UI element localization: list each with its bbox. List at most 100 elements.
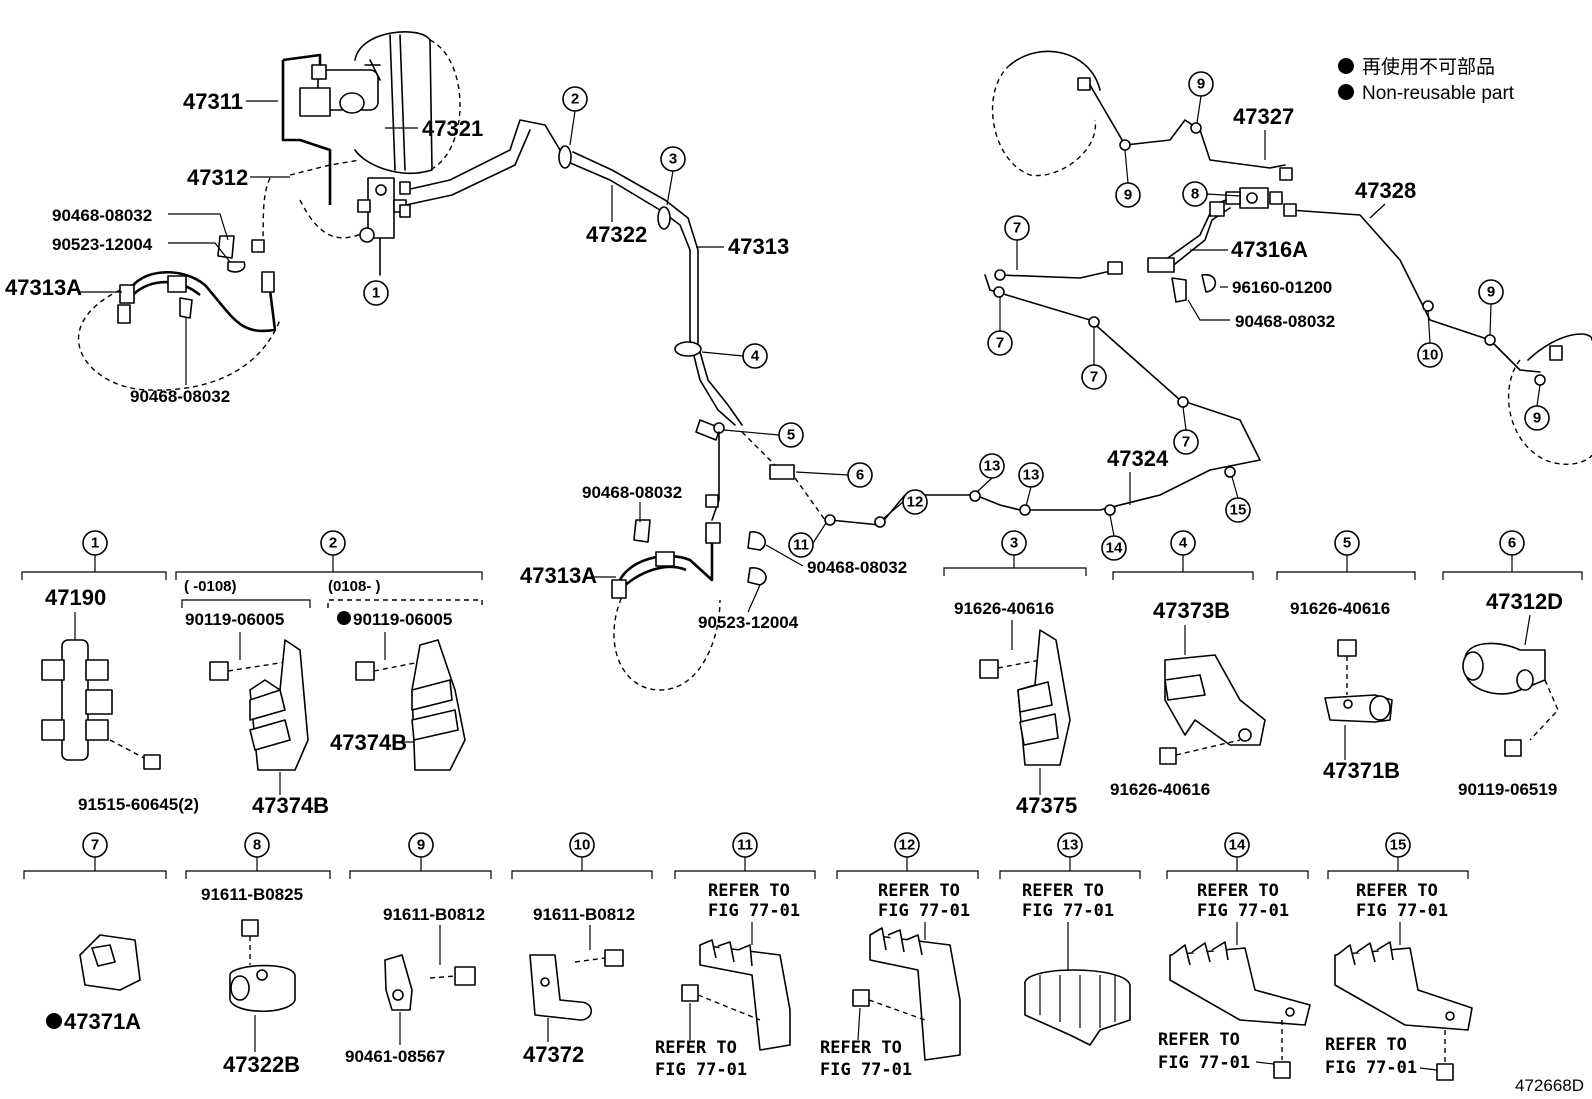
label-90523-12004-a: 90523-12004	[52, 235, 153, 254]
detail-15-refer-top-2: FIG 77-01	[1356, 901, 1448, 921]
detail-1: 1 47190 91515-60645(2)	[21, 530, 199, 814]
label-47311: 47311	[183, 89, 243, 114]
detail-2-label-c: 47374B	[330, 730, 407, 755]
detail-11: 11 REFER TO FIG 77-01 REFER TO FIG 77-01	[655, 832, 816, 1080]
callout-3: 3	[669, 151, 677, 168]
detail-10-label-a: 91611-B0812	[533, 905, 635, 924]
detail-2-range-left: ( -0108)	[184, 578, 237, 595]
label-47328: 47328	[1355, 178, 1416, 203]
detail-11-refer-top-2: FIG 77-01	[708, 901, 800, 921]
detail-4: 4 47373B 91626-40616	[1110, 530, 1266, 799]
detail-14-refer-top-1: REFER TO	[1197, 881, 1279, 901]
label-47316A: 47316A	[1231, 237, 1308, 262]
detail-2-label-b: 90119-06005	[353, 610, 452, 629]
detail-8-label-b: 47322B	[223, 1052, 300, 1077]
detail-2-label-a: 90119-06005	[185, 610, 284, 629]
legend: 再使用不可部品 Non-reusable part	[1338, 56, 1515, 104]
detail-13: 13 REFER TO FIG 77-01	[999, 832, 1141, 1046]
label-47313A-a: 47313A	[5, 275, 82, 300]
detail-10: 10 91611-B0812 47372	[511, 832, 653, 1067]
detail-14-refer-bottom-2: FIG 77-01	[1158, 1053, 1250, 1073]
detail-12-refer-bottom-1: REFER TO	[820, 1038, 902, 1058]
detail-10-label-b: 47372	[523, 1042, 584, 1067]
callout-2: 2	[571, 91, 579, 108]
detail-14-refer-bottom-1: REFER TO	[1158, 1030, 1240, 1050]
brake-booster	[299, 31, 461, 174]
callout-9c: 9	[1487, 284, 1495, 301]
callout-14: 14	[1106, 540, 1123, 557]
detail-14-number: 14	[1229, 837, 1246, 854]
label-90468-08032-c: 90468-08032	[582, 483, 682, 502]
label-47312: 47312	[187, 165, 248, 190]
callout-8: 8	[1191, 186, 1199, 203]
detail-11-refer-bottom-1: REFER TO	[655, 1038, 737, 1058]
detail-6-label-b: 90119-06519	[1458, 780, 1557, 799]
callout-7a: 7	[1013, 220, 1021, 237]
detail-8-number: 8	[253, 837, 261, 854]
callout-12: 12	[907, 494, 924, 511]
callout-5: 5	[787, 427, 795, 444]
label-90468-08032-d: 90468-08032	[807, 558, 907, 577]
detail-9-label-a: 91611-B0812	[383, 905, 485, 924]
detail-11-refer-top-1: REFER TO	[708, 881, 790, 901]
callout-9d: 9	[1533, 410, 1541, 427]
detail-15-number: 15	[1390, 837, 1407, 854]
brake-line-47324	[824, 261, 1261, 528]
detail-11-refer-bottom-2: FIG 77-01	[655, 1060, 747, 1080]
detail-12: 12 REFER TO FIG 77-01 REFER TO FIG 77-01	[820, 832, 979, 1080]
detail-3-number: 3	[1010, 535, 1018, 552]
callout-13b: 13	[1023, 467, 1040, 484]
detail-2-range-right: (0108- )	[328, 578, 381, 595]
detail-15-refer-bottom-1: REFER TO	[1325, 1035, 1407, 1055]
detail-1-label-b: 91515-60645(2)	[78, 795, 199, 814]
callout-4: 4	[751, 348, 760, 365]
detail-5-number: 5	[1343, 535, 1351, 552]
label-47324: 47324	[1107, 446, 1169, 471]
detail-12-refer-bottom-2: FIG 77-01	[820, 1060, 912, 1080]
detail-2: 2 ( -0108) (0108- ) 90119-06005 90119-06…	[175, 530, 483, 818]
non-reusable-marker-icon	[1338, 58, 1354, 74]
label-90468-08032-a: 90468-08032	[52, 206, 152, 225]
label-47321: 47321	[422, 116, 483, 141]
legend-japanese: 再使用不可部品	[1362, 56, 1495, 78]
label-96160-01200: 96160-01200	[1232, 278, 1332, 297]
detail-13-refer-top-1: REFER TO	[1022, 881, 1104, 901]
detail-12-refer-top-1: REFER TO	[878, 881, 960, 901]
detail-3-label-a: 91626-40616	[954, 599, 1054, 618]
detail-2-label-d: 47374B	[252, 793, 329, 818]
label-90468-08032-e: 90468-08032	[1235, 312, 1335, 331]
detail-4-number: 4	[1179, 535, 1188, 552]
detail-15-refer-bottom-2: FIG 77-01	[1325, 1058, 1417, 1078]
detail-13-number: 13	[1062, 837, 1079, 854]
callout-6: 6	[856, 467, 864, 484]
diagram-code: 472668D	[1515, 1076, 1584, 1095]
callout-1: 1	[372, 285, 380, 302]
detail-6: 6 47312D 90119-06519	[1442, 530, 1583, 799]
callout-13a: 13	[984, 458, 1001, 475]
detail-9-label-b: 90461-08567	[345, 1047, 445, 1066]
non-reusable-marker-icon	[46, 1013, 62, 1029]
detail-3-label-b: 47375	[1016, 793, 1077, 818]
callout-15: 15	[1230, 502, 1247, 519]
detail-4-label-b: 91626-40616	[1110, 780, 1210, 799]
non-reusable-marker-icon	[1338, 84, 1354, 100]
detail-8-label-a: 91611-B0825	[201, 885, 303, 904]
detail-1-label-a: 47190	[45, 585, 106, 610]
detail-1-number: 1	[91, 535, 99, 552]
legend-english: Non-reusable part	[1362, 83, 1515, 104]
callout-7c: 7	[1090, 369, 1098, 386]
front-left-hose	[77, 235, 281, 391]
label-47313A-b: 47313A	[520, 563, 597, 588]
detail-13-refer-top-2: FIG 77-01	[1022, 901, 1114, 921]
detail-5-label-a: 91626-40616	[1290, 599, 1390, 618]
detail-8: 8 91611-B0825 47322B	[185, 832, 331, 1077]
detail-7: 7 47371A	[23, 832, 167, 1034]
top-callouts: 1 2 3 4 5 6 7 7 7 7 8 9 9 9 9 10 11 12 1…	[363, 71, 1550, 561]
callout-9b: 9	[1124, 187, 1132, 204]
detail-12-number: 12	[899, 837, 916, 854]
detail-4-label-a: 47373B	[1153, 598, 1230, 623]
label-90468-08032-b: 90468-08032	[130, 387, 230, 406]
rear-right-assembly	[991, 50, 1592, 465]
detail-6-label-a: 47312D	[1486, 589, 1563, 614]
